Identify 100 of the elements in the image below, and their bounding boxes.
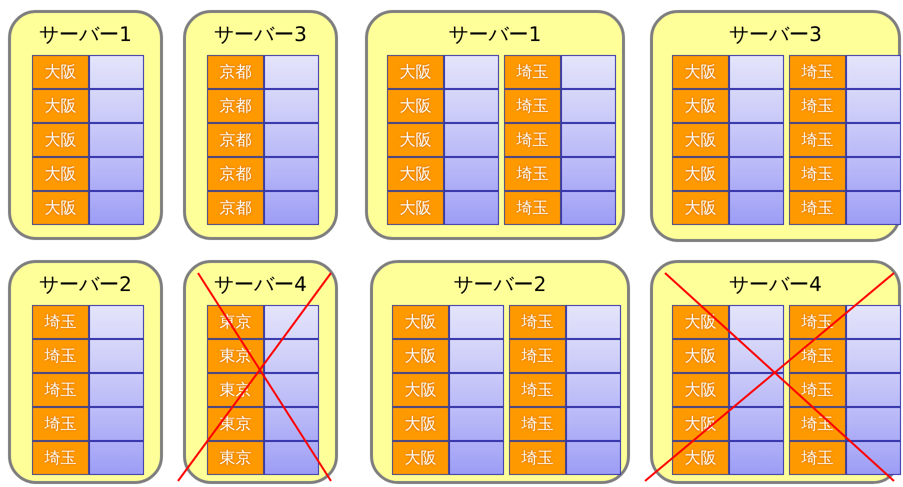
region-cell: 大阪 bbox=[387, 191, 444, 225]
region-cell: 大阪 bbox=[392, 407, 449, 441]
region-cell: 東京 bbox=[207, 339, 264, 373]
table-row bbox=[789, 407, 901, 441]
table-row bbox=[392, 305, 504, 339]
table-row bbox=[789, 373, 901, 407]
region-cell: 埼玉 bbox=[509, 339, 566, 373]
region-cell: 埼玉 bbox=[509, 373, 566, 407]
server-box bbox=[365, 10, 625, 240]
region-cell: 埼玉 bbox=[789, 305, 846, 339]
region-cell: 埼玉 bbox=[509, 407, 566, 441]
table-row bbox=[392, 407, 504, 441]
table-row bbox=[32, 339, 144, 373]
table-row bbox=[672, 55, 784, 89]
table-row bbox=[32, 441, 144, 475]
table-row bbox=[789, 441, 901, 475]
table-row bbox=[672, 305, 784, 339]
region-cell: 埼玉 bbox=[789, 441, 846, 475]
table-row bbox=[789, 157, 901, 191]
region-cell: 埼玉 bbox=[509, 305, 566, 339]
table-row bbox=[672, 441, 784, 475]
table-row bbox=[509, 339, 621, 373]
region-cell: 大阪 bbox=[32, 55, 89, 89]
table-row bbox=[789, 123, 901, 157]
server-title: サーバー3 bbox=[728, 21, 823, 48]
server-title: サーバー4 bbox=[213, 271, 308, 298]
server-box bbox=[370, 260, 630, 484]
table-row bbox=[789, 191, 901, 225]
table-row bbox=[207, 123, 319, 157]
region-cell: 大阪 bbox=[387, 157, 444, 191]
region-cell: 埼玉 bbox=[789, 157, 846, 191]
table-row bbox=[32, 123, 144, 157]
region-cell: 埼玉 bbox=[32, 407, 89, 441]
table-row bbox=[32, 89, 144, 123]
region-cell: 東京 bbox=[207, 441, 264, 475]
region-cell: 大阪 bbox=[392, 339, 449, 373]
table-row bbox=[32, 373, 144, 407]
table-row bbox=[789, 339, 901, 373]
region-cell: 埼玉 bbox=[504, 55, 561, 89]
region-cell: 埼玉 bbox=[504, 123, 561, 157]
region-cell: 東京 bbox=[207, 407, 264, 441]
table-row bbox=[32, 55, 144, 89]
region-cell: 大阪 bbox=[672, 339, 729, 373]
region-cell: 埼玉 bbox=[789, 407, 846, 441]
region-cell: 埼玉 bbox=[32, 441, 89, 475]
table-row bbox=[207, 191, 319, 225]
table-row bbox=[387, 123, 499, 157]
table-row bbox=[207, 373, 319, 407]
server-title: サーバー3 bbox=[213, 21, 308, 48]
table-row bbox=[789, 55, 901, 89]
table-row bbox=[32, 407, 144, 441]
table-row bbox=[672, 123, 784, 157]
table-row bbox=[207, 89, 319, 123]
table-row bbox=[504, 89, 616, 123]
table-row bbox=[387, 157, 499, 191]
server-box bbox=[8, 10, 163, 240]
region-cell: 大阪 bbox=[32, 191, 89, 225]
table-row bbox=[672, 157, 784, 191]
table-row bbox=[207, 55, 319, 89]
table-row bbox=[509, 373, 621, 407]
table-row bbox=[392, 339, 504, 373]
table-row bbox=[32, 305, 144, 339]
table-row bbox=[207, 441, 319, 475]
server-title: サーバー4 bbox=[728, 271, 823, 298]
table-row bbox=[32, 191, 144, 225]
table-row bbox=[672, 191, 784, 225]
table-row bbox=[672, 339, 784, 373]
region-cell: 埼玉 bbox=[789, 123, 846, 157]
table-row bbox=[672, 407, 784, 441]
region-cell: 大阪 bbox=[32, 89, 89, 123]
region-cell: 大阪 bbox=[32, 157, 89, 191]
region-cell: 京都 bbox=[207, 123, 264, 157]
server-box bbox=[8, 260, 163, 484]
table-row bbox=[504, 157, 616, 191]
region-cell: 京都 bbox=[207, 89, 264, 123]
region-cell: 埼玉 bbox=[32, 339, 89, 373]
server-title: サーバー1 bbox=[448, 21, 542, 48]
region-cell: 埼玉 bbox=[504, 191, 561, 225]
server-title: サーバー2 bbox=[38, 271, 133, 298]
region-cell: 大阪 bbox=[392, 305, 449, 339]
region-cell: 大阪 bbox=[672, 373, 729, 407]
table-row bbox=[207, 157, 319, 191]
server-box bbox=[183, 10, 338, 240]
server-title: サーバー1 bbox=[38, 21, 133, 48]
table-row bbox=[672, 373, 784, 407]
region-cell: 埼玉 bbox=[504, 89, 561, 123]
region-cell: 大阪 bbox=[672, 191, 729, 225]
table-row bbox=[504, 191, 616, 225]
region-cell: 大阪 bbox=[387, 89, 444, 123]
region-cell: 埼玉 bbox=[32, 373, 89, 407]
server-box bbox=[650, 10, 901, 242]
region-cell: 埼玉 bbox=[504, 157, 561, 191]
table-row bbox=[32, 157, 144, 191]
region-cell: 大阪 bbox=[672, 89, 729, 123]
table-row bbox=[789, 305, 901, 339]
table-row bbox=[509, 407, 621, 441]
region-cell: 埼玉 bbox=[789, 339, 846, 373]
region-cell: 大阪 bbox=[672, 157, 729, 191]
region-cell: 埼玉 bbox=[789, 191, 846, 225]
region-cell: 京都 bbox=[207, 191, 264, 225]
